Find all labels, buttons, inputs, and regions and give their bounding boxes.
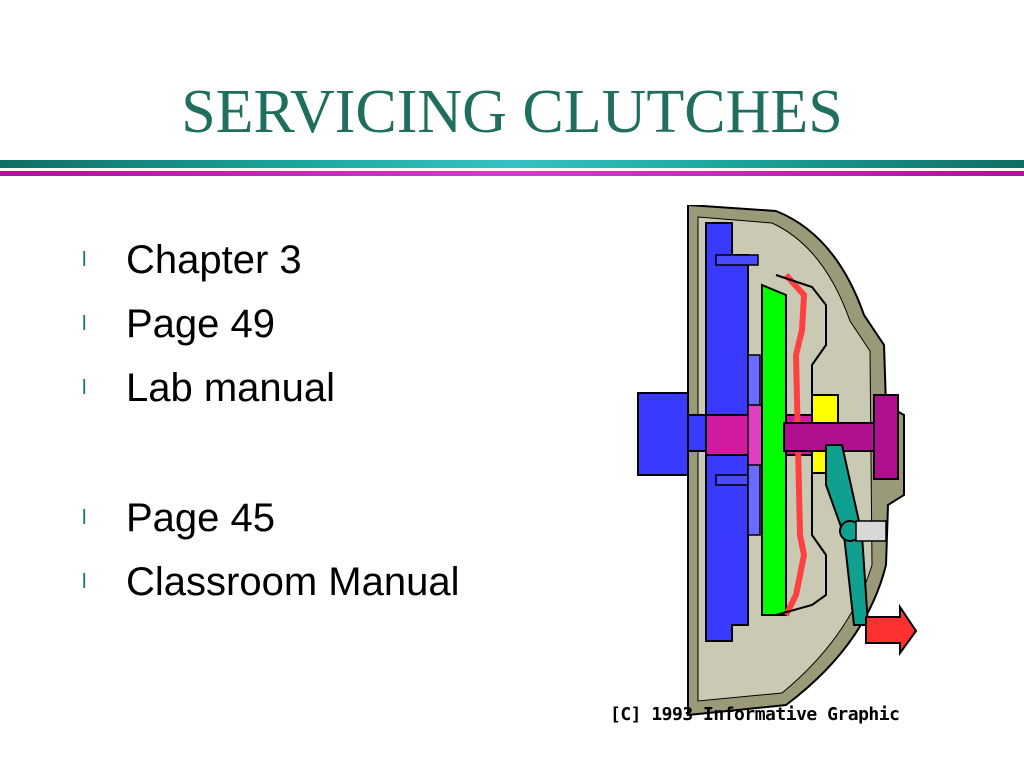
bullet-marker: l: [82, 248, 87, 271]
bullet-marker: l: [82, 506, 87, 529]
crankshaft-flange: [637, 392, 689, 476]
bullet-text: Page 45: [126, 495, 276, 540]
bullet-text: Classroom Manual: [126, 559, 460, 604]
bullet-item-page-45: l Page 45: [82, 486, 602, 550]
bullet-marker: l: [82, 570, 87, 593]
bullet-item-lab-manual: l Lab manual: [82, 356, 602, 420]
clutch-cutaway-figure: [637, 205, 918, 717]
bolt-upper: [715, 254, 759, 266]
bullet-item-chapter: l Chapter 3: [82, 228, 602, 292]
transmission-bearing: [873, 394, 899, 480]
pressure-plate: [761, 283, 787, 616]
slide-title: SERVICING CLUTCHES: [181, 78, 843, 146]
title-rule-magenta: [0, 171, 1024, 176]
bullet-item-classroom-manual: l Classroom Manual: [82, 550, 602, 614]
bullet-marker: l: [82, 376, 87, 399]
bullet-marker: l: [82, 312, 87, 335]
bullet-text: Chapter 3: [126, 237, 302, 282]
figure-credit: [C] 1993 Informative Graphic: [610, 704, 900, 725]
bullet-text: Page 49: [126, 301, 276, 346]
bullet-text: Lab manual: [126, 365, 336, 410]
title-rule-teal: [0, 160, 1024, 168]
release-arrow: [865, 603, 918, 657]
bullet-item-page-49: l Page 49: [82, 292, 602, 356]
fork-stud: [855, 520, 887, 542]
bullet-list: l Chapter 3 l Page 49 l Lab manual l Pag…: [82, 228, 602, 614]
